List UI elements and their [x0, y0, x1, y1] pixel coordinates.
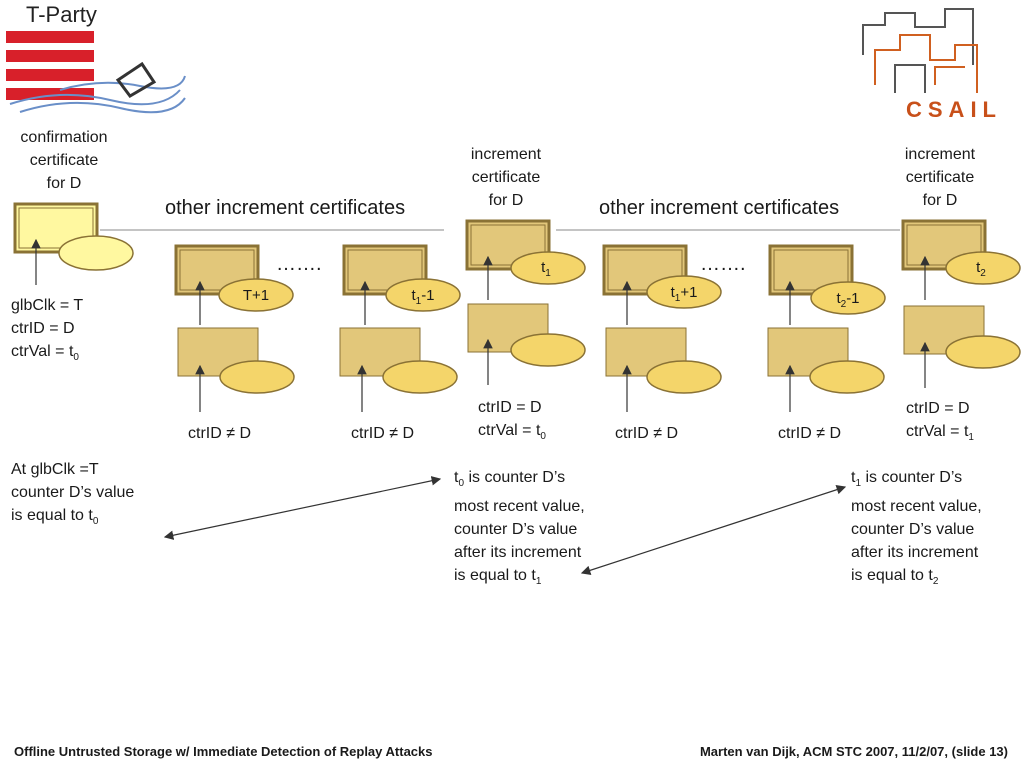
note-middle: t0 is counter D’s most recent value, cou…: [454, 469, 585, 588]
ellipsis-dots-2: …….: [700, 253, 746, 275]
confirmation-certificate: [13, 202, 134, 285]
ellipse-T-plus-1-label: T+1: [243, 287, 269, 304]
confirmation-fields: glbClk = T ctrID = D ctrVal = t0: [11, 297, 84, 364]
cert-pair-T-plus-1: T+1: [174, 244, 295, 412]
increment-t2-fields: ctrID = D ctrVal = t1: [906, 400, 974, 444]
confirmation-cert-label: confirmation certificate for D: [20, 129, 108, 192]
cert-pair-t1-minus-1: t1-1: [339, 244, 461, 412]
t-party-logo-text: T-Party: [26, 2, 97, 27]
arrow-mid-to-right: [580, 485, 847, 575]
increment-t1-fields: ctrID = D ctrVal = t0: [478, 399, 546, 443]
increment-certificate-t2: t2: [901, 219, 1021, 388]
ctr-ne-label-1: ctrID ≠ D: [188, 425, 251, 442]
ctr-ne-label-4: ctrID ≠ D: [778, 425, 841, 442]
other-increment-certs-label-2: other increment certificates: [599, 197, 840, 219]
increment-cert-label-1: increment certificate for D: [470, 146, 542, 209]
other-increment-certs-label-1: other increment certificates: [165, 197, 406, 219]
note-left: At glbClk =T counter D’s value is equal …: [11, 461, 135, 528]
increment-cert-label-2: increment certificate for D: [904, 146, 976, 209]
t-party-logo-icon: [6, 31, 186, 114]
ellipse-t1-plus-1-label: t1+1: [671, 284, 698, 304]
ctr-ne-label-3: ctrID ≠ D: [615, 425, 678, 442]
footer-left: Offline Untrusted Storage w/ Immediate D…: [14, 744, 433, 759]
csail-logo-icon: [862, 8, 978, 93]
csail-logo-text: CSAIL: [906, 97, 1002, 122]
ellipsis-dots-1: …….: [276, 253, 322, 275]
arrow-left-to-mid: [163, 476, 442, 540]
cert-pair-t2-minus-1: t2-1: [767, 244, 886, 412]
ctr-ne-label-2: ctrID ≠ D: [351, 425, 414, 442]
ellipse-t1-minus-1-label: t1-1: [411, 287, 434, 307]
footer-right: Marten van Dijk, ACM STC 2007, 11/2/07, …: [699, 744, 1008, 759]
cert-pair-t1-plus-1: t1+1: [602, 244, 722, 412]
ellipse-t2-label: t2: [976, 259, 986, 279]
increment-certificate-t1: t1: [465, 219, 586, 385]
ellipse-t2-minus-1-label: t2-1: [836, 290, 859, 310]
ellipse-t1-label: t1: [541, 259, 551, 279]
note-right: t1 is counter D’s most recent value, cou…: [851, 469, 982, 588]
